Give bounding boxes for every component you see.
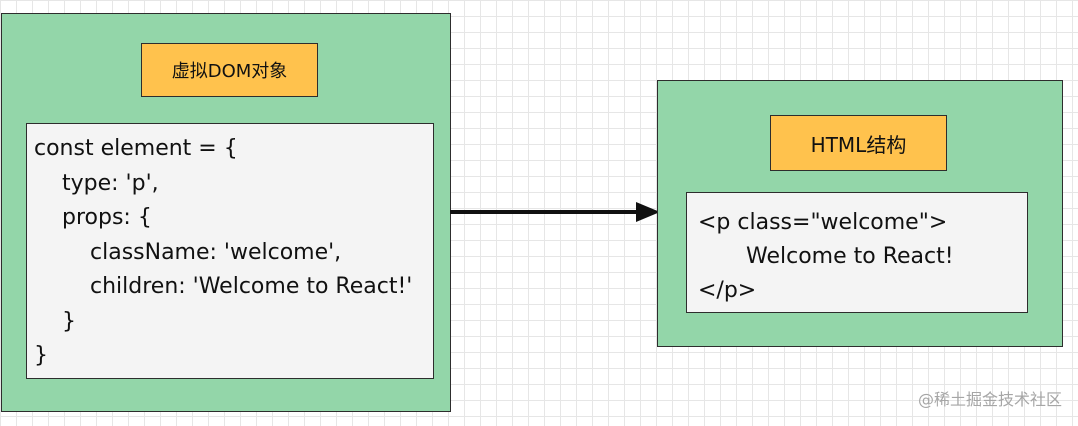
html-structure-panel: HTML结构 <p class="welcome"> Welcome to Re… <box>657 80 1063 347</box>
watermark: @稀土掘金技术社区 <box>917 390 1062 409</box>
code-line: } <box>34 343 48 368</box>
code-line: children: 'Welcome to React!' <box>90 274 413 299</box>
html-code-block: <p class="welcome"> Welcome to React! </… <box>686 192 1028 313</box>
virtual-dom-title: 虚拟DOM对象 <box>141 43 318 97</box>
virtual-dom-code-block: const element = { type: 'p', props: { cl… <box>26 123 434 379</box>
code-line: </p> <box>698 278 757 303</box>
code-line: className: 'welcome', <box>90 239 342 265</box>
html-structure-title: HTML结构 <box>770 115 947 171</box>
code-line: <p class="welcome"> <box>698 210 948 235</box>
virtual-dom-panel: 虚拟DOM对象 const element = { type: 'p', pro… <box>1 13 451 412</box>
transform-arrow <box>450 202 660 222</box>
code-line: props: { <box>62 205 152 230</box>
code-line: type: 'p', <box>62 170 159 196</box>
code-line: const element = { <box>34 136 238 161</box>
code-line: } <box>62 308 76 334</box>
code-line: Welcome to React! <box>746 244 954 269</box>
arrow-head <box>636 202 660 222</box>
